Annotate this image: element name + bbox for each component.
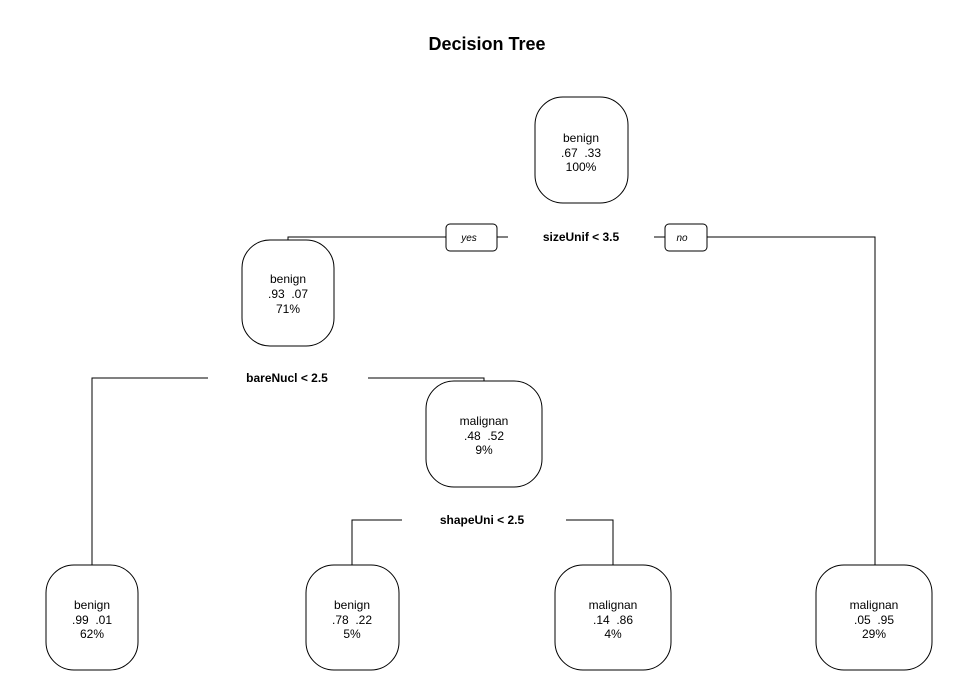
node-leaf-3-probs: .14 .86 [593, 613, 633, 627]
node-root-box [534, 96, 629, 204]
node-root: benign .67 .33 100% [534, 96, 629, 204]
node-leaf-2-pct: 5% [343, 627, 361, 641]
node-leaf-4-probs: .05 .95 [854, 613, 894, 627]
node-leaf-4-class: malignan [850, 598, 899, 612]
node-leaf-2-class: benign [334, 598, 370, 612]
split-left: bareNucl < 2.5 [246, 371, 328, 385]
yes-label-box [445, 223, 498, 252]
node-left-right-box [425, 380, 543, 488]
edges-root-split [287, 236, 876, 565]
node-left-class: benign [270, 272, 306, 286]
node-leaf-1: benign .99 .01 62% [45, 564, 139, 671]
edge-root-to-right [707, 236, 876, 565]
branch-label-yes: yes [445, 223, 498, 252]
node-left-right-class: malignan [460, 414, 509, 428]
edge-left-right-to-leaf-2 [351, 519, 402, 565]
node-left-right-pct: 9% [475, 443, 493, 457]
node-leaf-3-pct: 4% [604, 627, 622, 641]
node-left-probs: .93 .07 [268, 287, 308, 301]
node-leaf-4-box [815, 564, 933, 671]
node-left-box [241, 239, 335, 347]
node-leaf-3: malignan .14 .86 4% [554, 564, 672, 671]
split-left-right: shapeUni < 2.5 [440, 513, 525, 527]
node-root-class: benign [563, 131, 599, 145]
split-root: sizeUnif < 3.5 [543, 230, 620, 244]
node-leaf-2-box [305, 564, 400, 671]
node-root-pct: 100% [566, 160, 597, 174]
edges-left-right-split [351, 519, 614, 565]
node-leaf-1-box [45, 564, 139, 671]
node-leaf-1-pct: 62% [80, 627, 104, 641]
node-left-right-probs: .48 .52 [464, 429, 504, 443]
edge-left-to-leaf-1 [91, 377, 208, 565]
edge-root-to-left [287, 236, 446, 240]
node-leaf-4-pct: 29% [862, 627, 886, 641]
edge-left-right-to-leaf-3 [566, 519, 614, 565]
no-label-box [664, 223, 708, 252]
node-leaf-2-probs: .78 .22 [332, 613, 372, 627]
edges-left-split [91, 377, 485, 565]
node-leaf-1-class: benign [74, 598, 110, 612]
node-leaf-4: malignan .05 .95 29% [815, 564, 933, 671]
edge-left-to-left-right [368, 377, 485, 381]
node-left: benign .93 .07 71% [241, 239, 335, 347]
yes-label: yes [460, 233, 477, 244]
node-left-right: malignan .48 .52 9% [425, 380, 543, 488]
diagram-title: Decision Tree [428, 34, 545, 54]
node-leaf-2: benign .78 .22 5% [305, 564, 400, 671]
no-label: no [676, 233, 688, 244]
node-left-pct: 71% [276, 302, 300, 316]
node-leaf-3-box [554, 564, 672, 671]
branch-label-no: no [664, 223, 708, 252]
node-root-probs: .67 .33 [561, 146, 601, 160]
node-leaf-1-probs: .99 .01 [72, 613, 112, 627]
node-leaf-3-class: malignan [589, 598, 638, 612]
